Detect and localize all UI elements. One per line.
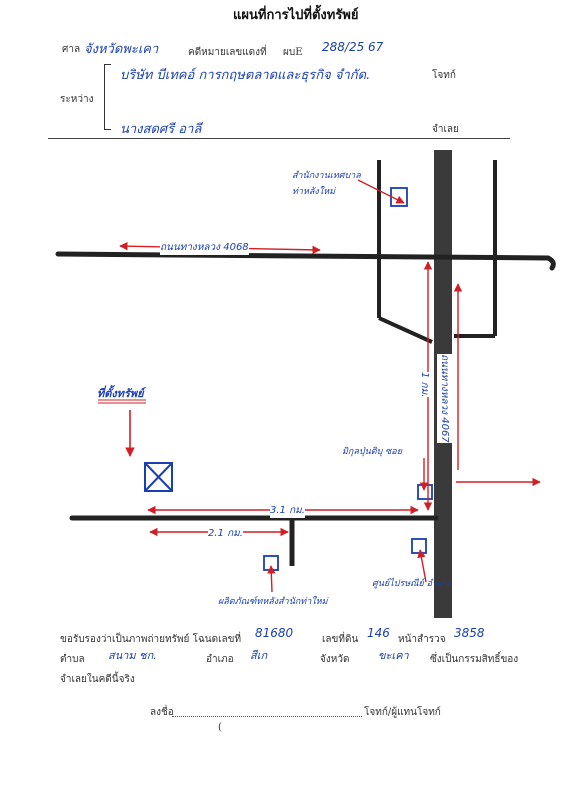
cert-line1-prefix: ขอรับรองว่าเป็นภาพถ่ายทรัพย์ โฉนดเลขที่ bbox=[60, 634, 242, 645]
header-divider bbox=[48, 138, 510, 139]
side-road-diagonal bbox=[378, 316, 433, 344]
defendant-role: จำเลย bbox=[432, 124, 459, 135]
sub-distance-label: 2.1 กม. bbox=[208, 526, 243, 541]
ownership-text: ซึ่งเป็นกรรมสิทธิ์ของ bbox=[430, 654, 519, 665]
subdistrict-value: สนาม ชก. bbox=[108, 649, 157, 662]
land-label: เลขที่ดิน bbox=[322, 634, 359, 645]
court-label: ศาล bbox=[62, 44, 81, 55]
district-label: อำเภอ bbox=[206, 654, 234, 665]
defendant-value: นางสดศรี อาลี bbox=[120, 122, 202, 137]
bottom-right-label: ศูนย์ไปรษณีย์ อำเภอ bbox=[372, 579, 452, 589]
court-value: จังหวัดพะเคา bbox=[84, 42, 159, 57]
province-value: ขะเคา bbox=[378, 649, 409, 662]
horizontal-road-top bbox=[55, 251, 556, 271]
vertical-distance-label: 1 กม. bbox=[417, 372, 432, 398]
office-label: สำนักงานเทศบาล ท่าหลังใหม่ bbox=[292, 171, 361, 197]
province-label: จังหวัด bbox=[320, 654, 350, 665]
plaintiff-value: บริษัท บีเทคอ์ การกฤษตลาดและธุรกิจ จำกัด… bbox=[120, 68, 371, 83]
bottom-right-marker bbox=[411, 538, 427, 554]
plaintiff-role: โจทก์ bbox=[432, 70, 456, 81]
cert-line3: จำเลยในคดีนี้จริง bbox=[60, 674, 135, 685]
district-value: สีเก bbox=[250, 649, 268, 662]
property-label: ที่ตั้งทรัพย์ bbox=[97, 387, 144, 400]
case-label: คดีหมายเลขแดงที่ bbox=[188, 47, 267, 58]
land-number: 146 bbox=[367, 626, 390, 640]
page-title: แผนที่การไปที่ตั้งทรัพย์ bbox=[233, 8, 359, 23]
property-marker bbox=[144, 462, 173, 492]
between-bracket bbox=[104, 64, 111, 130]
road-horizontal-label: ถนนทางหลวง 4068 bbox=[160, 240, 249, 255]
main-distance-label: 3.1 กม. bbox=[270, 503, 305, 518]
deed-number: 81680 bbox=[255, 626, 294, 640]
sign-paren: ( bbox=[218, 722, 222, 733]
sign-role: โจทก์/ผู้แทนโจทก์ bbox=[364, 707, 441, 718]
subdistrict-label: ตำบล bbox=[60, 654, 85, 665]
case-number: 288/25 67 bbox=[322, 40, 384, 54]
case-prefix: ผบE bbox=[283, 47, 303, 58]
mid-right-marker bbox=[417, 484, 433, 500]
sign-label: ลงชื่อ bbox=[150, 707, 174, 718]
road-vertical-label: ถนนทางหลวง 4067 bbox=[437, 354, 452, 443]
bottom-left-label: ผลิตภัณฑ์ทหลังสำนักท่าใหม่ bbox=[218, 597, 328, 607]
survey-number: 3858 bbox=[454, 626, 485, 640]
sign-line bbox=[172, 716, 362, 717]
mid-right-label: มิกุลปุ่นติบุ ซอย bbox=[342, 447, 402, 457]
survey-label: หน้าสำรวจ bbox=[398, 634, 446, 645]
between-label: ระหว่าง bbox=[60, 94, 94, 105]
